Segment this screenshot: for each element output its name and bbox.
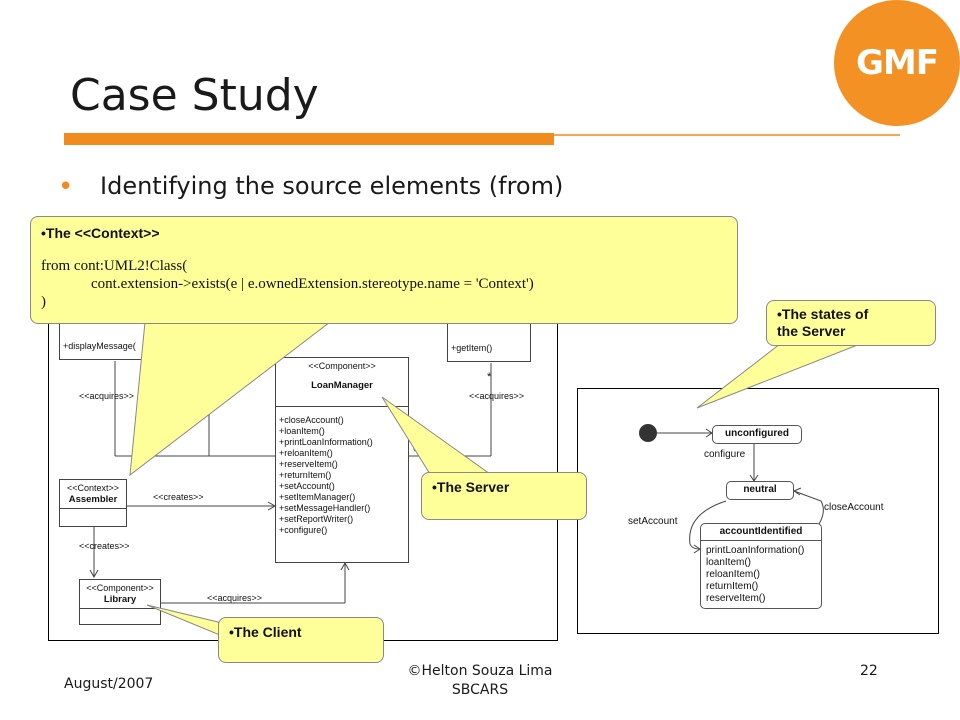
client-callout: •The Client [218, 617, 384, 663]
state-diagram: unconfigured configure neutral closeAcco… [577, 388, 939, 634]
loan-manager-name: LoanManager [311, 380, 373, 391]
loan-manager-op: +setItemManager() [279, 492, 356, 502]
library-class[interactable]: <<Component>> Library [79, 579, 161, 625]
states-callout: •The states of the Server [766, 300, 936, 346]
creates-label-low: <<creates>> [79, 541, 130, 551]
account-op: reloanItem() [706, 569, 760, 580]
loan-manager-class[interactable]: <<Component>> LoanManager +closeAccount(… [275, 357, 409, 563]
get-item-op: +getItem() [451, 343, 493, 353]
multiplicity-star: * [413, 446, 418, 458]
loan-manager-stereotype: <<Component>> [308, 361, 376, 371]
context-code-line: from cont:UML2!Class( [41, 258, 188, 274]
account-op: printLoanInformation() [706, 545, 805, 556]
state-unconfigured[interactable]: unconfigured [712, 425, 802, 444]
client-callout-heading: •The Client [229, 624, 302, 640]
state-unconfigured-name: unconfigured [725, 428, 789, 439]
states-callout-line1: •The states of [777, 306, 869, 322]
state-account-identified-name: accountIdentified [701, 524, 821, 541]
context-callout-heading: •The <<Context>> [41, 225, 160, 241]
acquires-label-right: <<acquires>> [469, 391, 525, 401]
display-message-op: +displayMessage( [63, 341, 136, 351]
footer-author: ©Helton Souza Lima [407, 663, 553, 679]
context-code-line: ) [41, 294, 46, 310]
account-op: loanItem() [706, 557, 752, 568]
initial-state-icon [639, 424, 657, 442]
transition-configure: configure [704, 449, 746, 460]
multiplicity-star: * [487, 371, 492, 383]
bullet-icon: • [58, 172, 74, 202]
footer-date: August/2007 [64, 676, 154, 692]
state-account-identified[interactable]: accountIdentified printLoanInformation()… [700, 523, 822, 609]
context-callout-pointer [129, 321, 332, 477]
assembler-class[interactable]: <<Context>> Assembler [59, 479, 127, 527]
server-callout: •The Server [421, 472, 587, 520]
loan-manager-op: +reserveItem() [279, 459, 338, 469]
context-callout: •The <<Context>> from cont:UML2!Class( c… [30, 216, 738, 324]
acquires-label-left: <<acquires>> [79, 391, 135, 401]
loan-manager-op: +loanItem() [279, 426, 325, 436]
slide-title: Case Study [70, 70, 319, 121]
state-neutral-name: neutral [743, 484, 777, 495]
loan-manager-op: +configure() [279, 525, 328, 535]
context-code-line: cont.extension->exists(e | e.ownedExtens… [91, 276, 534, 292]
loan-manager-op: +reloanItem() [279, 448, 333, 458]
page-number: 22 [860, 663, 878, 679]
loan-manager-op: +setReportWriter() [279, 514, 354, 524]
loan-manager-op: +printLoanInformation() [279, 437, 373, 447]
title-rule [64, 133, 554, 145]
gmf-logo: GMF [834, 0, 960, 126]
library-name: Library [103, 594, 137, 605]
creates-label-mid: <<creates>> [153, 492, 204, 502]
loan-manager-op: +setAccount() [279, 481, 335, 491]
loan-manager-op: +setMessageHandler() [279, 503, 371, 513]
states-callout-pointer [696, 343, 861, 409]
loan-manager-op: +returnItem() [279, 470, 332, 480]
class-diagram-connectors [89, 361, 492, 604]
acquires-label-bottom: <<acquires>> [207, 593, 263, 603]
loan-manager-op: +closeAccount() [279, 415, 344, 425]
title-rule-thin [554, 134, 900, 136]
state-neutral[interactable]: neutral [726, 481, 794, 500]
library-stereotype: <<Component>> [86, 583, 154, 593]
states-callout-line2: the Server [777, 323, 846, 339]
transition-close-account: closeAccount [824, 502, 884, 513]
footer-venue: SBCARS [451, 682, 509, 698]
account-op: reserveItem() [706, 593, 766, 604]
transition-set-account: setAccount [628, 516, 678, 527]
server-callout-pointer [381, 396, 492, 475]
assembler-stereotype: <<Context>> [66, 483, 120, 493]
bullet-text: Identifying the source elements (from) [100, 172, 564, 200]
assembler-name: Assembler [68, 494, 118, 505]
account-op: returnItem() [706, 581, 759, 592]
server-callout-heading: •The Server [432, 479, 510, 495]
